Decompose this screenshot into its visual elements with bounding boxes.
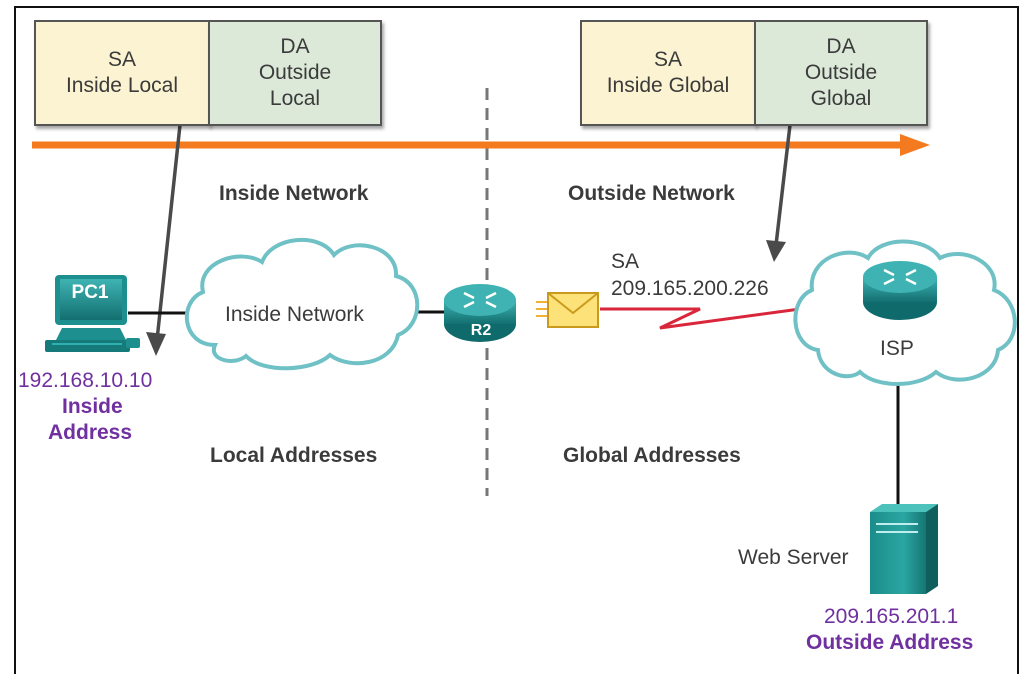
inside-network-heading: Inside Network — [219, 182, 369, 205]
inside-address-label-line1: Inside — [62, 395, 123, 418]
inside-local-pointer-arrow — [146, 124, 182, 356]
outside-network-heading: Outside Network — [568, 182, 735, 205]
pc1-ip-address: 192.168.10.10 — [18, 369, 153, 392]
inside-network-cloud-label: Inside Network — [225, 303, 364, 326]
header-sa-inside-local: SA Inside Local — [34, 20, 210, 126]
diagram-frame — [14, 6, 1019, 674]
flow-arrow — [32, 134, 930, 156]
inside-global-pointer-arrow — [766, 124, 792, 262]
global-addresses-heading: Global Addresses — [563, 444, 741, 467]
link-sa-ip: 209.165.200.226 — [611, 277, 769, 300]
inside-address-label-line2: Address — [48, 421, 133, 444]
router-icon — [444, 284, 516, 342]
header-sa-inside-global: SA Inside Global — [580, 20, 756, 126]
local-addresses-heading: Local Addresses — [210, 444, 378, 467]
link-sa-label: SA — [611, 250, 640, 273]
cloud-icon — [184, 237, 420, 371]
isp-label: ISP — [880, 337, 914, 360]
outside-address-label: Outside Address — [806, 631, 974, 654]
server-icon — [870, 504, 938, 594]
header-da-outside-local: DA Outside Local — [208, 20, 382, 126]
pc-icon — [45, 275, 140, 352]
router-r2-label: R2 — [470, 322, 492, 339]
web-server-label: Web Server — [738, 546, 849, 569]
envelope-icon — [536, 292, 599, 328]
serial-link — [600, 307, 801, 330]
isp-router-icon — [863, 261, 937, 320]
web-server-ip: 209.165.201.1 — [824, 605, 959, 628]
pc1-label: PC1 — [71, 282, 109, 303]
header-da-outside-global: DA Outside Global — [754, 20, 928, 126]
